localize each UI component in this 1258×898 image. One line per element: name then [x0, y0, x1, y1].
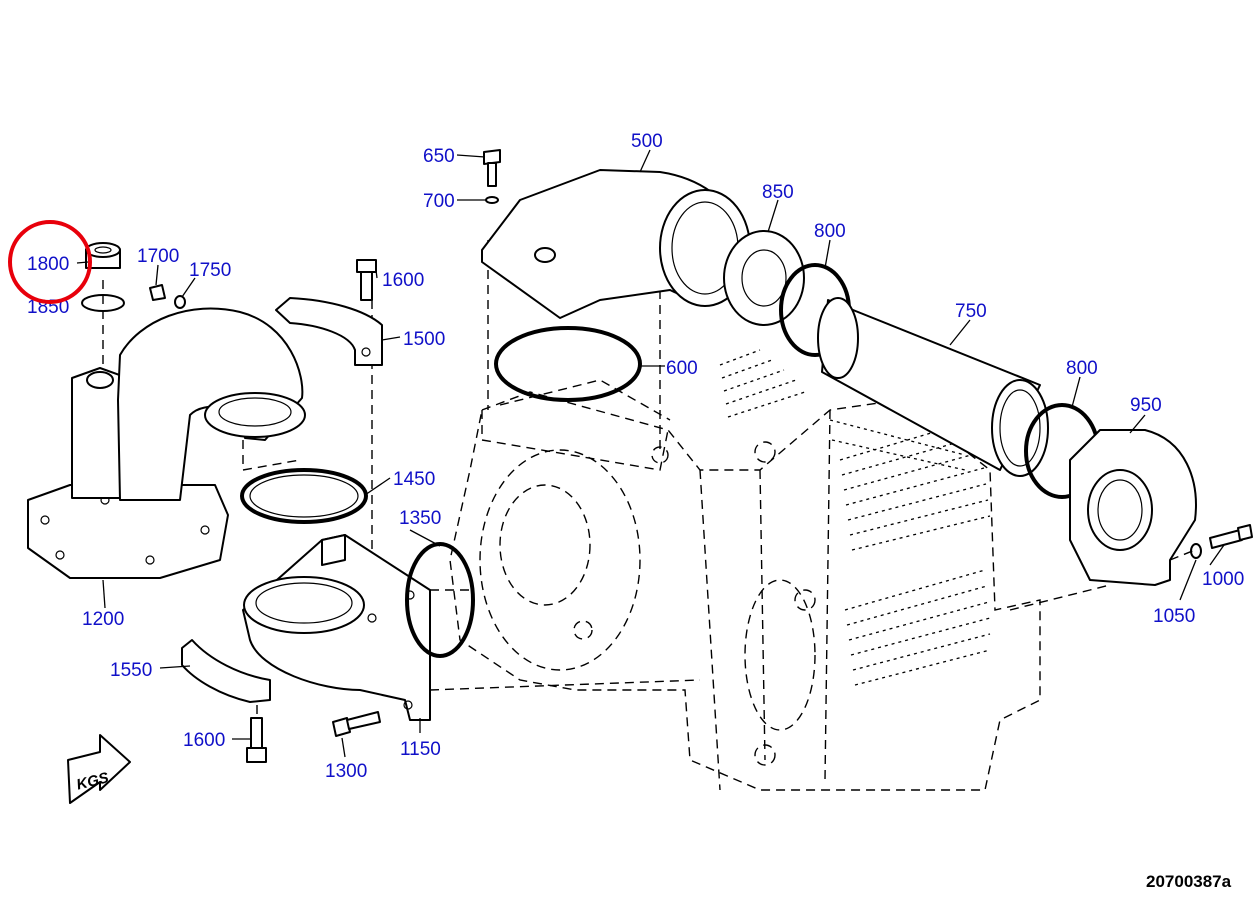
part-700-washer [485, 196, 499, 204]
highlight-circle [8, 220, 92, 304]
kgs-direction-arrow [67, 734, 131, 804]
part-1150-housing [242, 534, 431, 721]
label-1000: 1000 [1202, 569, 1244, 590]
label-1750: 1750 [189, 260, 231, 281]
part-750-pipe [817, 297, 1049, 477]
label-650: 650 [423, 146, 455, 167]
figure-id: 20700387a [1146, 872, 1232, 891]
part-850-gasket [723, 230, 805, 326]
part-600-seal-ring [494, 326, 642, 402]
leader-lines [76, 149, 1225, 758]
part-1600-bolt-lower [246, 717, 267, 763]
part-1700-plug [149, 284, 166, 301]
part-1350-seal-ring [405, 542, 475, 658]
part-1550-clamp [181, 639, 271, 703]
label-1800: 1800 [27, 254, 69, 275]
label-950: 950 [1130, 395, 1162, 416]
label-1600-lower: 1600 [183, 730, 225, 751]
label-1450: 1450 [393, 469, 435, 490]
part-1600-bolt-upper [356, 259, 377, 301]
part-1050-washer [1190, 543, 1202, 559]
label-800-lower: 800 [1066, 358, 1098, 379]
label-600: 600 [666, 358, 698, 379]
label-800-upper: 800 [814, 221, 846, 242]
part-950-elbow [1069, 429, 1197, 586]
part-1000-bolt [1209, 524, 1253, 549]
part-1200-housing [27, 307, 306, 579]
part-650-bolt [483, 149, 501, 187]
label-1050: 1050 [1153, 606, 1195, 627]
label-1500: 1500 [403, 329, 445, 350]
label-700: 700 [423, 191, 455, 212]
label-1600-upper: 1600 [382, 270, 424, 291]
label-1200: 1200 [82, 609, 124, 630]
part-1450-seal-ring [240, 468, 368, 524]
part-1850-seal-ring [81, 294, 125, 312]
part-500-elbow [481, 169, 751, 319]
label-1150: 1150 [400, 739, 441, 760]
part-1750-ring [174, 295, 186, 309]
label-1700: 1700 [137, 246, 179, 267]
part-1300-bolt [332, 711, 381, 737]
label-850: 850 [762, 182, 794, 203]
label-1300: 1300 [325, 761, 367, 782]
label-750: 750 [955, 301, 987, 322]
label-1350: 1350 [399, 508, 441, 529]
label-1550: 1550 [110, 660, 152, 681]
part-1500-clamp [275, 297, 383, 366]
label-500: 500 [631, 131, 663, 152]
